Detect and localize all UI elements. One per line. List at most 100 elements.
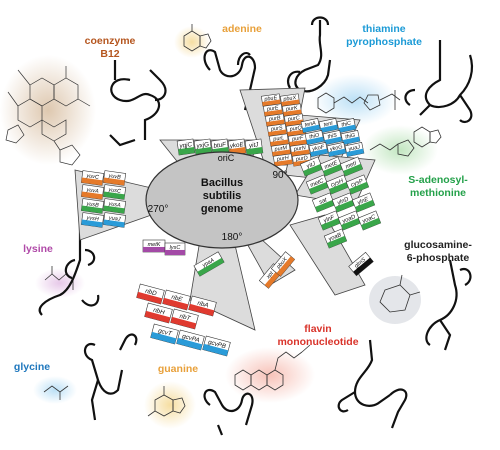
gene-box-sam-cysP-label: cysP — [350, 178, 364, 188]
lysine-label: lysine — [23, 243, 53, 255]
gene-box-purine-purF-label: purF — [291, 135, 305, 143]
fmn-structure-glow — [225, 347, 315, 403]
sam-rna-structure — [404, 40, 474, 124]
glcn6p-rna-structure — [425, 259, 472, 351]
gene-box-glms: glmS — [348, 251, 374, 277]
gene-box-purine-purL-label: purL — [272, 135, 285, 143]
cobalamin-structure-glow — [0, 55, 96, 165]
gene-box-sam-sat-label: sat — [318, 197, 328, 206]
gene-box-sam-metE-label: metE — [324, 160, 339, 171]
gene-box-purine-purS: purS — [267, 123, 287, 137]
gene-box-rib-ribE-label: ribE — [171, 294, 184, 304]
guanine-label: guanine — [158, 363, 198, 375]
gene-box-sam-yoaB: yoaB — [323, 228, 348, 249]
gene-box-tpp-thiG-label: thiG — [345, 132, 357, 140]
gene-box-top-yqjC-label: yqjC — [178, 141, 193, 150]
gene-box-left-yusC-label: yusC — [107, 187, 121, 195]
gene-box-left-yusB: yusB — [80, 198, 105, 214]
gene-box-tpp-yuaJ: yuaJ — [344, 141, 365, 158]
gene-box-top-yitJ-label: yitJ — [248, 141, 260, 150]
adenine-structure-glow — [174, 26, 210, 58]
gene-box-sam-yitJ: yitJ — [299, 156, 324, 177]
gene-box-purine-purH-label: purH — [276, 155, 290, 163]
glycine-molecule-icon — [43, 385, 69, 400]
gene-box-purine-pbuX: pbuX — [280, 93, 300, 107]
gene-box-rib-ribD: ribD — [136, 283, 165, 305]
fmn-label-line2: mononucleotide — [277, 336, 358, 348]
gene-box-rib-ribA: ribA — [188, 295, 217, 317]
gene-box-tpp-thiG: thiG — [340, 129, 361, 146]
gene-box-purine-purC-label: purC — [287, 115, 301, 123]
gene-box-purine-purQ: purQ — [286, 123, 306, 137]
genome-degree-90: 90° — [272, 170, 287, 181]
guanine-structure-glow — [144, 381, 196, 429]
gene-box-gcv-gcvPA-label: gcvPA — [181, 333, 200, 344]
gene-box-rib-ribA-label: ribA — [197, 300, 210, 310]
wedge-sam-2 — [289, 214, 366, 296]
gene-box-purine-purS-label: purS — [270, 125, 284, 133]
gene-box-tpp-thiC-label: thiC — [341, 121, 352, 129]
gene-box-sam-yoaC-label: yoaC — [361, 214, 378, 225]
gene-box-left-yusA-label: yusA — [107, 201, 121, 209]
gene-box-sam-metC: metC — [305, 174, 330, 195]
cobalamin-label-line1: coenzyme — [85, 35, 136, 47]
gene-box-gcv-gcvPB-label: gcvPB — [207, 339, 226, 350]
tpp-rna-structure — [286, 16, 332, 93]
cobalamin-label-line2: B12 — [100, 48, 119, 60]
gene-box-sam-ylnF-label: ylnF — [322, 215, 336, 225]
gene-box-tpp-ykoF: ykoF — [308, 141, 329, 158]
gene-box-gcv-gcvT: gcvT — [150, 323, 179, 345]
gene-box-purine-purB-label: purB — [268, 115, 282, 123]
gene-box-left-yuvB-label: yuvB — [107, 173, 121, 181]
glcn6p-structure-glow — [369, 276, 421, 324]
gene-box-purine-purM-label: purM — [273, 145, 288, 153]
gene-box-tpp-thiS: thiS — [322, 129, 343, 146]
guanine-rna-structure — [203, 388, 254, 436]
gene-box-sam-yitJ-label: yitJ — [305, 161, 316, 170]
gene-box-pbuX: pbuX — [270, 251, 296, 277]
genome-label-line2: subtilis — [203, 190, 242, 202]
genome-circle — [145, 151, 299, 249]
gene-box-sam-yoaD: yoaD — [337, 210, 362, 231]
gene-box-purine-pbuE-label: pbuE — [263, 95, 278, 103]
glycine-rna-structure — [83, 333, 138, 421]
gene-box-purine-purB: purB — [265, 113, 285, 127]
gene-box-top-yxjG-label: yxjG — [195, 141, 210, 150]
gene-box-sam-ylnE-label: ylnE — [356, 197, 370, 207]
gene-box-rib-ribD-label: ribD — [144, 288, 157, 298]
tpp-label-line2: pyrophosphate — [346, 36, 422, 48]
gene-box-sam-cysP: cysP — [345, 174, 370, 195]
glcn6p-label-line1: glucosamine- — [404, 239, 472, 251]
genome-label-line1: Bacillus — [201, 177, 243, 189]
gene-box-purine-purH: purH — [273, 153, 293, 167]
gene-box-left-yuvC-label: yuvC — [85, 173, 99, 181]
gene-box-gcv-gcvPB: gcvPB — [202, 335, 231, 357]
lysine-structure-glow — [35, 268, 85, 298]
gene-box-sam-metI-label: metI — [345, 161, 358, 171]
glycine-structure-glow — [33, 376, 77, 404]
gene-box-left-yusC: yusC — [102, 184, 127, 200]
gene-box-xpt-label: xpt — [265, 270, 275, 281]
gene-box-left-yuvA-label: yuvA — [85, 187, 99, 195]
fmn-rna-structure — [337, 339, 408, 429]
gene-box-purine-purE-label: purE — [266, 105, 280, 113]
gene-box-sam-cysH-label: cysH — [330, 178, 345, 189]
gene-box-sam-yoaB-label: yoaB — [327, 232, 343, 243]
cobalamin-molecule-icon — [5, 66, 91, 166]
gene-box-rib-ribH-label: ribH — [152, 307, 165, 317]
lysine-rna-structure — [38, 220, 100, 316]
gene-box-top-yqjC: yqjC — [176, 138, 196, 156]
gene-box-purine-purQ-label: purQ — [288, 125, 303, 133]
gene-box-sam-yoaC: yoaC — [357, 210, 382, 231]
gene-box-gcv-gcvPA: gcvPA — [176, 329, 205, 351]
gene-box-sam-metC-label: metC — [310, 178, 326, 189]
gene-box-left-yusA: yusA — [102, 198, 127, 214]
fmn-molecule-icon — [234, 344, 311, 391]
gene-box-sam-ylnD: ylnD — [331, 192, 356, 213]
gene-box-tpp-tenI: tenI — [318, 117, 339, 134]
gene-box-sam-metI: metI — [339, 156, 364, 177]
wedge-bottom — [189, 239, 256, 331]
gene-box-tpp-thiO-label: thiO — [309, 132, 321, 140]
